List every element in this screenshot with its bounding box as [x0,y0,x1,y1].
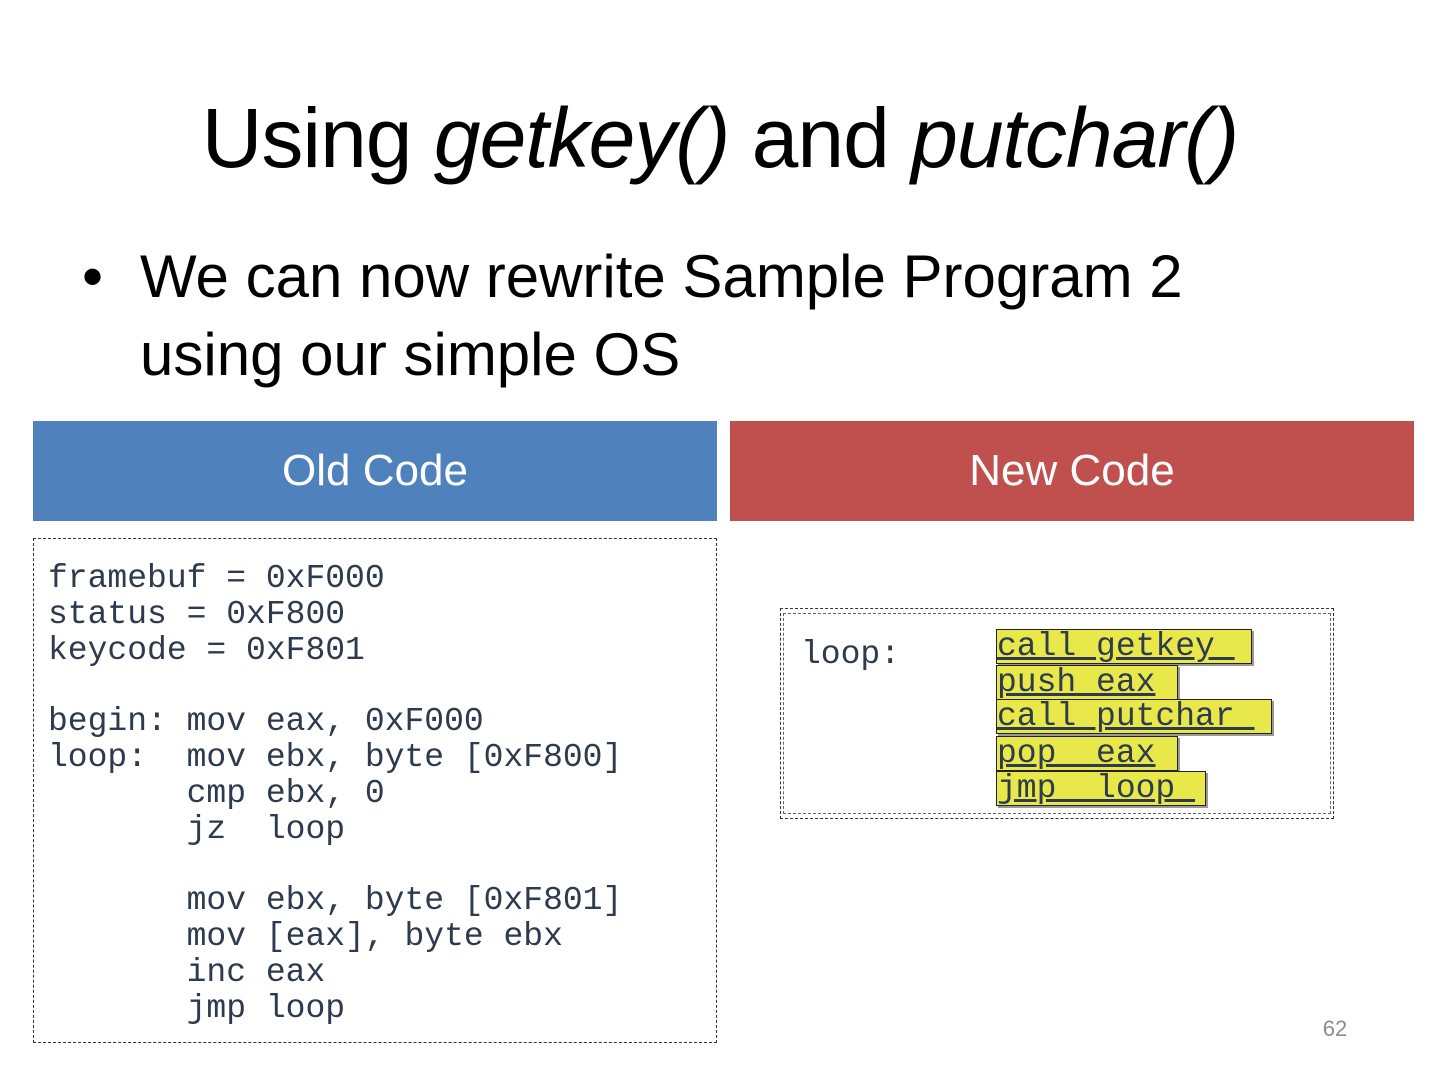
bullet-text: We can now rewrite Sample Program 2 usin… [140,243,1183,388]
old-code-listing: framebuf = 0xF000 status = 0xF800 keycod… [48,560,623,1027]
new-code-inner-frame [783,613,1331,814]
new-code-header: New Code [730,421,1414,521]
old-code-box: framebuf = 0xF000 status = 0xF800 keycod… [33,538,717,1043]
new-code-loop-label: loop: [801,636,901,673]
bullet-marker: • [82,243,104,310]
new-code-instruction: push eax [996,665,1178,700]
new-code-instruction: call putchar [996,699,1272,734]
old-code-header: Old Code [33,421,717,521]
title-putchar: putchar() [911,91,1239,185]
new-code-instruction: jmp loop [996,771,1206,806]
title-part-1: Using [201,91,434,185]
title-getkey: getkey() [433,91,730,185]
new-code-instruction: call getkey [996,629,1252,664]
page-number: 62 [1322,1016,1348,1041]
new-code-box: loop: call getkey push eax call putchar … [780,608,1334,819]
slide-title: Using getkey() and putchar() [0,88,1440,188]
title-part-2: and [729,91,912,185]
new-code-instruction: pop eax [996,736,1178,771]
